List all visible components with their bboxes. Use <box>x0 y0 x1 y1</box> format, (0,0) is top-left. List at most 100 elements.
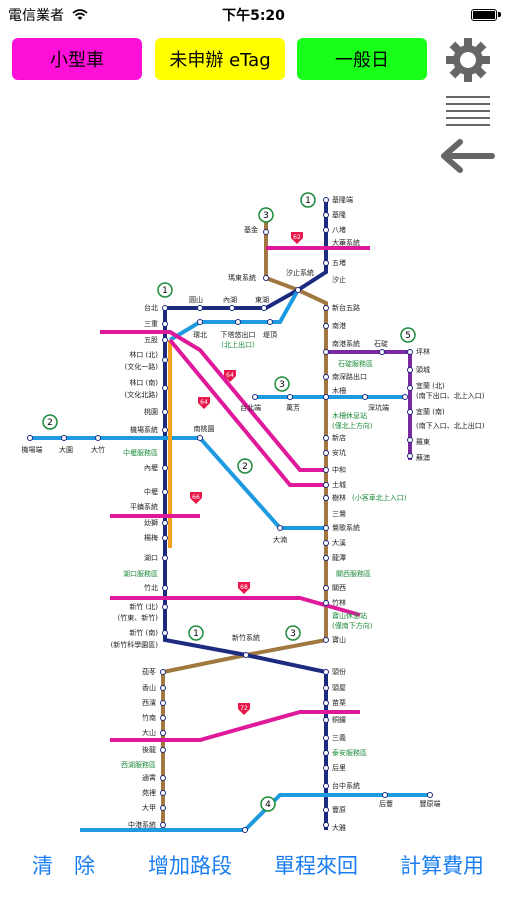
station-label[interactable]: (文化北路) <box>125 390 159 399</box>
station-label[interactable]: 三重 <box>144 320 158 328</box>
station-label[interactable]: 八堵 <box>332 225 346 234</box>
add-segment-button[interactable]: 增加路段 <box>148 854 232 878</box>
station-label[interactable]: 桃園 <box>144 407 158 416</box>
station-label[interactable]: 關西服務區 <box>336 569 371 578</box>
station-label[interactable]: 內湖 <box>223 295 237 304</box>
station-label[interactable]: 樹林 <box>332 493 346 502</box>
station-label[interactable]: 大湳 <box>273 535 287 544</box>
station-label[interactable]: 堤頂 <box>263 330 277 339</box>
highway-map[interactable]: 1 3 1 3 2 5 2 1 3 4 62 64 64 66 68 72 基隆… <box>0 190 507 835</box>
station-label[interactable]: 環北 <box>193 331 207 339</box>
station-label[interactable]: 大甲 <box>142 803 156 812</box>
station-label[interactable]: (小客車北上入口) <box>352 493 407 502</box>
station-label[interactable]: 苗栗 <box>332 699 346 707</box>
calculate-button[interactable]: 計算費用 <box>400 854 484 878</box>
station-label[interactable]: 竹北 <box>144 583 158 592</box>
gear-icon[interactable] <box>440 36 496 84</box>
station-label[interactable]: 鶯歌系統 <box>332 523 360 532</box>
station-label[interactable]: 大華系統 <box>332 238 360 247</box>
station-label[interactable]: 西湖服務區 <box>121 760 156 769</box>
etag-button[interactable]: 未申辦 eTag <box>155 38 285 80</box>
station-label[interactable]: 中和 <box>332 465 346 474</box>
round-trip-button[interactable]: 單程來回 <box>274 854 358 878</box>
station-label[interactable]: 木柵 <box>332 386 346 395</box>
station-label[interactable]: 龍潭 <box>332 553 346 562</box>
station-label[interactable]: (僅南下方向) <box>332 621 373 630</box>
station-label[interactable]: 關西 <box>332 584 346 592</box>
station-label[interactable]: 瑪東系統 <box>228 273 256 282</box>
station-label[interactable]: 寶山 <box>332 635 346 644</box>
station-label[interactable]: 機場系統 <box>130 425 158 434</box>
station-label[interactable]: 茄苳 <box>142 667 156 676</box>
station-label[interactable]: 頭份 <box>332 667 346 676</box>
station-label[interactable]: 林口 (北) <box>129 350 158 359</box>
station-label[interactable]: (南下入口、北上出口) <box>416 421 485 430</box>
station-label[interactable]: 后里 <box>332 763 346 772</box>
station-label[interactable]: 台北端 <box>240 403 261 412</box>
station-label[interactable]: 三鶯 <box>332 509 346 518</box>
station-label[interactable]: 三義 <box>332 733 346 742</box>
station-label[interactable]: 新竹 (南) <box>129 628 158 637</box>
station-label[interactable]: (竹東、新竹) <box>118 613 159 622</box>
station-label[interactable]: 土城 <box>332 480 346 489</box>
station-label[interactable]: (僅北上方向) <box>332 421 373 430</box>
station-label[interactable]: 深坑端 <box>368 403 389 412</box>
day-type-button[interactable]: 一般日 <box>297 38 427 80</box>
station-label[interactable]: 苑裡 <box>142 788 156 797</box>
station-label[interactable]: 後龍 <box>142 745 156 754</box>
expressway-64[interactable] <box>100 330 326 472</box>
station-label[interactable]: 豐原端 <box>420 799 441 808</box>
station-label[interactable]: 安坑 <box>332 448 346 457</box>
station-label[interactable]: 湖口 <box>144 553 158 562</box>
expressway-72[interactable] <box>110 710 360 742</box>
station-label[interactable]: 新竹 (北) <box>129 602 158 611</box>
station-label[interactable]: 東湖 <box>255 295 269 304</box>
station-label[interactable]: 寶山休息站 <box>332 611 367 620</box>
station-label[interactable]: 基金 <box>244 225 258 234</box>
station-label[interactable]: 汐止系統 <box>286 268 314 277</box>
station-label[interactable]: 羅東 <box>416 437 430 446</box>
station-label[interactable]: 台中系統 <box>332 781 360 790</box>
station-label[interactable]: 大雅 <box>332 823 346 832</box>
station-label[interactable]: 香山 <box>142 683 156 692</box>
station-label[interactable]: 基隆 <box>332 210 346 219</box>
station-label[interactable]: 竹林 <box>332 598 346 607</box>
station-label[interactable]: 銅鑼 <box>332 715 346 724</box>
station-label[interactable]: 坪林 <box>416 347 430 356</box>
list-icon[interactable] <box>440 92 496 132</box>
station-label[interactable]: 中壢 <box>144 487 158 496</box>
station-label[interactable]: 楊梅 <box>144 533 158 542</box>
station-label[interactable]: (文化一路) <box>125 362 159 371</box>
clear-button[interactable]: 清 除 <box>32 854 95 878</box>
station-label[interactable]: (新竹科學園區) <box>111 640 159 649</box>
station-label[interactable]: 頭屋 <box>332 684 346 692</box>
station-label[interactable]: (北上出口) <box>221 340 255 349</box>
station-label[interactable]: 林口 (南) <box>129 378 158 387</box>
station-label[interactable]: 基隆端 <box>332 195 353 204</box>
station-label[interactable]: 萬芳 <box>286 403 300 412</box>
route-4[interactable] <box>80 793 430 832</box>
station-label[interactable]: 宜蘭 (北) <box>416 381 445 390</box>
station-label[interactable]: 竹南 <box>142 713 156 722</box>
station-label[interactable]: 新台五路 <box>332 303 360 312</box>
back-arrow-icon[interactable] <box>440 138 496 174</box>
station-label[interactable]: 湖口服務區 <box>123 569 158 578</box>
station-label[interactable]: 后豐 <box>379 799 393 808</box>
station-label[interactable]: 西濱 <box>142 698 156 707</box>
car-type-button[interactable]: 小型車 <box>12 38 142 80</box>
station-label[interactable]: 石碇 <box>374 339 388 348</box>
station-label[interactable]: 中壢服務區 <box>123 448 158 457</box>
station-label[interactable]: 蘇澳 <box>416 453 430 462</box>
station-label[interactable]: 大竹 <box>91 445 105 454</box>
station-label[interactable]: 豐原 <box>332 805 346 814</box>
route-2[interactable] <box>30 436 326 530</box>
station-label[interactable]: 五堵 <box>332 258 346 267</box>
station-label[interactable]: 內壢 <box>144 463 158 472</box>
station-label[interactable]: 新竹系統 <box>232 633 260 642</box>
expressway-68[interactable] <box>110 596 361 617</box>
station-label[interactable]: 南深路出口 <box>332 372 367 381</box>
station-label[interactable]: 南港 <box>332 321 346 330</box>
station-label[interactable]: 汐止 <box>332 275 346 284</box>
station-label[interactable]: 大溪 <box>332 538 346 547</box>
station-label[interactable]: 南港系統 <box>332 339 360 348</box>
